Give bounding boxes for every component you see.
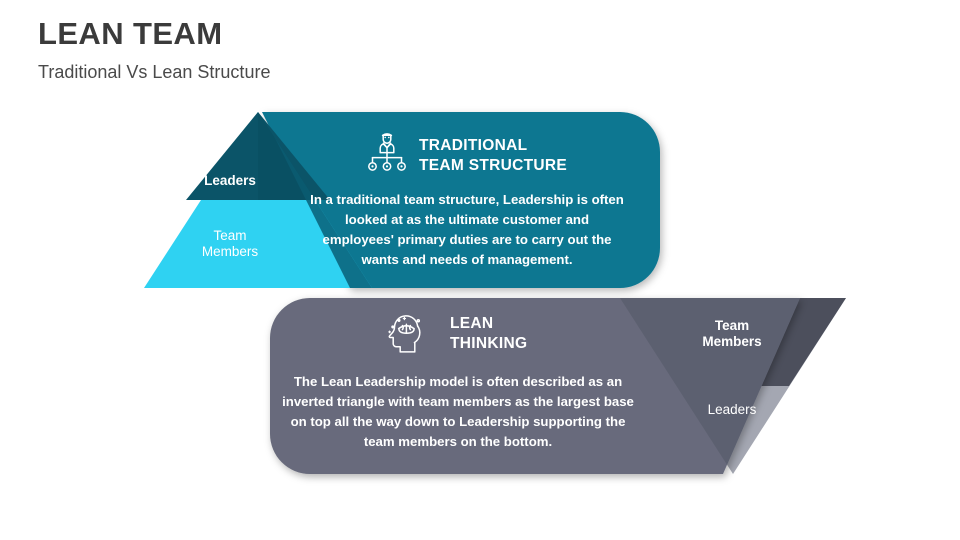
traditional-body-text: In a traditional team structure, Leaders… [310, 192, 624, 268]
head-brain-idea-icon [380, 308, 432, 358]
slide-header: LEAN TEAM Traditional Vs Lean Structure [38, 16, 638, 83]
lean-triangle-top-label-line2: Members [702, 333, 762, 349]
traditional-heading-line1: TRADITIONAL [419, 137, 528, 154]
traditional-triangle-bottom-label-line1: Team [213, 228, 247, 243]
traditional-heading-line2: TEAM STRUCTURE [419, 157, 567, 175]
traditional-heading: TRADITIONAL TEAM STRUCTURE [419, 136, 659, 177]
lean-triangle-bottom-label: Leaders [707, 402, 757, 417]
page-title: LEAN TEAM [38, 16, 223, 51]
org-chart-icon [362, 130, 412, 178]
traditional-triangle-bottom-label: Team Members [182, 228, 278, 260]
traditional-triangle-top-label: Leaders [204, 173, 256, 188]
page-subtitle: Traditional Vs Lean Structure [38, 61, 271, 82]
lean-body-text: The Lean Leadership model is often descr… [282, 374, 634, 450]
lean-triangle-top-label-line1: Team [714, 318, 750, 333]
traditional-triangle-bottom-label-line2: Members [201, 243, 259, 259]
lean-triangle-top-label: Team Members [684, 318, 780, 350]
lean-heading-line1: LEAN [450, 315, 494, 332]
lean-heading: LEAN THINKING [450, 314, 670, 355]
lean-heading-line2: THINKING [450, 335, 528, 353]
traditional-panel-shape [262, 112, 660, 288]
